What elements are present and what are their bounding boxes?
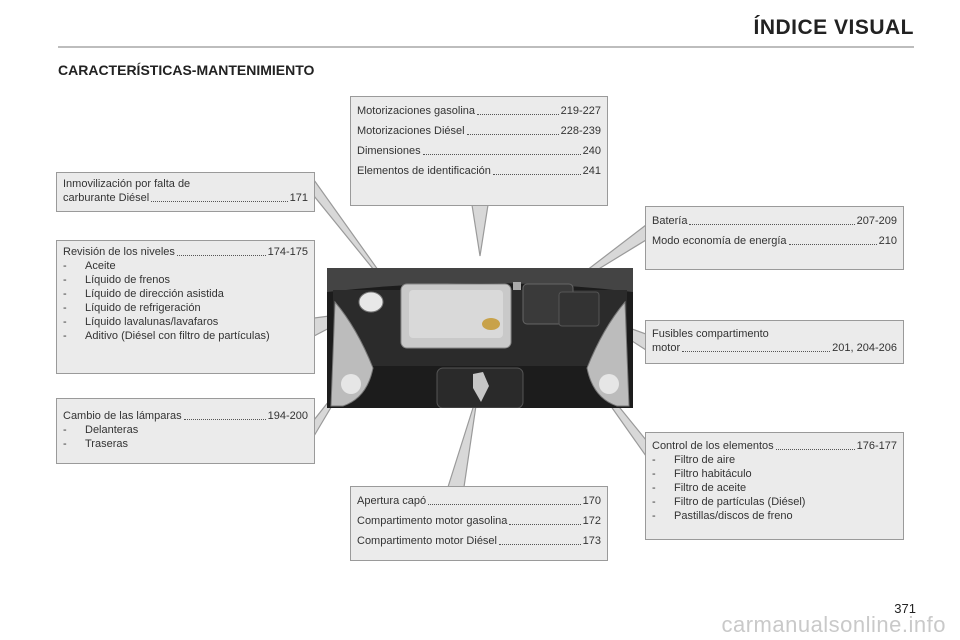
- list-item: -Pastillas/discos de freno: [652, 510, 793, 522]
- list-item: -Líquido de dirección asistida: [63, 288, 224, 300]
- list-item: -Líquido de frenos: [63, 274, 171, 286]
- page-ref: 240: [582, 145, 601, 157]
- page-ref: 170: [582, 495, 601, 507]
- page-ref: 174-175: [267, 246, 308, 258]
- section-title: CARACTERÍSTICAS-MANTENIMIENTO: [58, 62, 315, 78]
- list-item: -Traseras: [63, 438, 128, 450]
- entry-text: Fusibles compartimento: [652, 328, 769, 340]
- list-item: -Líquido lavalunas/lavafaros: [63, 316, 219, 328]
- watermark: carmanualsonline.info: [721, 612, 946, 637]
- page-ref: 207-209: [856, 215, 897, 227]
- page-title: ÍNDICE VISUAL: [753, 16, 914, 39]
- list-item: -Aditivo (Diésel con filtro de partícula…: [63, 330, 270, 342]
- page-ref: 210: [878, 235, 897, 247]
- list-item: -Líquido de refrigeración: [63, 302, 201, 314]
- page-ref: 194-200: [267, 410, 308, 422]
- header-divider: [58, 46, 914, 48]
- page-number: 371: [894, 601, 916, 616]
- engine-bay-photo: [327, 268, 633, 408]
- list-item: -Aceite: [63, 260, 116, 272]
- list-item: -Filtro de aceite: [652, 482, 747, 494]
- page-ref: 172: [582, 515, 601, 527]
- page-ref: 228-239: [560, 125, 601, 137]
- page-ref: 201, 204-206: [832, 342, 897, 354]
- list-item: -Delanteras: [63, 424, 139, 436]
- page-ref: 241: [582, 165, 601, 177]
- entry-text: Inmovilización por falta de: [63, 178, 191, 190]
- list-item: -Filtro de partículas (Diésel): [652, 496, 806, 508]
- page-ref: 176-177: [856, 440, 897, 452]
- page-ref: 171: [289, 192, 308, 204]
- page-ref: 173: [582, 535, 601, 547]
- list-item: -Filtro habitáculo: [652, 468, 752, 480]
- list-item: -Filtro de aire: [652, 454, 736, 466]
- page-ref: 219-227: [560, 105, 601, 117]
- box-inmovilizacion[interactable]: Inmovilización por falta de carburante D…: [56, 172, 315, 212]
- connector-motorizaciones: [471, 204, 489, 257]
